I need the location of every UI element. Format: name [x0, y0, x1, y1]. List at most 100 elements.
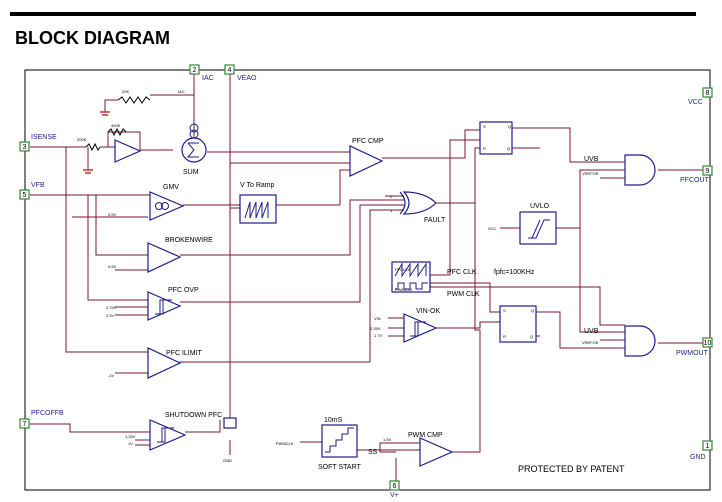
pfc-clk-label: PFC CLK [447, 269, 477, 276]
v-to-ramp-icon [239, 194, 277, 224]
pin-5-number: 5 [23, 192, 27, 199]
pfcout-and-gate-icon [624, 154, 656, 186]
ground-symbols [83, 111, 110, 174]
resistor-200k-icon [85, 142, 101, 152]
chip-outline [24, 69, 711, 491]
v17-label: 1.7V [374, 333, 383, 338]
pin-7-number: 7 [23, 421, 27, 428]
ff1-qb-label: Q [507, 146, 510, 151]
pin-pwmout-label: PWMOUT [676, 350, 709, 357]
uvb-label-1: UVB [584, 156, 599, 163]
soft-start-icon [321, 424, 358, 458]
gmv-label: GMV [163, 184, 179, 191]
v15-label: 1.5V [383, 437, 392, 442]
title-rule [10, 12, 696, 16]
resistor-400k-icon [107, 127, 127, 137]
block-symbols [155, 123, 550, 453]
pin-2-number: 2 [193, 67, 197, 74]
pwm-clk-label: PWM CLK [447, 291, 480, 298]
resistor-20k-icon [117, 96, 151, 104]
sawtooth-icon [244, 201, 269, 219]
hysteresis-icon [155, 299, 172, 315]
pwm-cmp-icon [419, 437, 454, 467]
ss-label: SS [368, 449, 378, 456]
pin-1-number: 1 [706, 443, 710, 450]
vrefok-label-1: VREFOK [582, 171, 599, 176]
pin-vcc-label: VCC [688, 99, 703, 106]
vin-ok-cmp-icon [403, 313, 438, 343]
pfcclk-small-label: PFCCLK [395, 267, 411, 272]
pin-boxes [19, 64, 713, 491]
r400k-label: 400K [111, 123, 121, 128]
pfc-flip-flop-icon [479, 121, 513, 155]
wires [30, 73, 706, 485]
fpfc-label: fpfc=100KHz [494, 269, 535, 276]
pfc-cmp-icon [349, 145, 384, 177]
v275-label: 2.75V [106, 305, 117, 310]
soft-start-label: SOFT START [318, 464, 362, 471]
fault-or-gate-icon [402, 191, 437, 215]
ff2-q-label: Q [531, 308, 534, 313]
v25-gmv-label: 2.5V [108, 212, 117, 217]
r20k-label: 20K [122, 89, 129, 94]
fault-label: FAULT [424, 217, 446, 224]
uvlo-icon [519, 211, 557, 245]
sigma-icon [186, 142, 199, 158]
pfc-ovp-cmp-icon [147, 291, 182, 321]
ff2-s-label: S [503, 308, 506, 313]
ff1-r-label: R [483, 146, 486, 151]
gnd-small-label: GND [223, 458, 232, 463]
sum-label: SUM [183, 169, 199, 176]
vrefok-label-2: VREFOK [582, 340, 599, 345]
pfc-ilimit-cmp-icon [147, 347, 182, 379]
uvlo-label: UVLO [530, 203, 550, 210]
pfc-ilimit-label: PFC ILIMIT [166, 350, 203, 357]
pin-4-number: 4 [228, 67, 232, 74]
pwm-flip-flop-icon [499, 305, 537, 343]
resistors [85, 96, 151, 152]
pfc-ovp-label: PFC OVP [168, 287, 199, 294]
v1sd-label: 1V [128, 441, 133, 446]
pin-veao-label: VEAO [237, 75, 257, 82]
or-input-1-label: 1 [390, 208, 393, 213]
pin-9-number: 9 [706, 168, 710, 175]
patent-note: PROTECTED BY PATENT [518, 464, 625, 474]
ff2-qb-label: Q [530, 334, 533, 339]
pin-isense-label: ISENSE [31, 134, 57, 141]
shutdown-pfc-label: SHUTDOWN PFC [165, 412, 222, 419]
pin-gnd-label: GND [690, 454, 706, 461]
v-to-ramp-label: V To Ramp [240, 182, 275, 189]
ff1-s-label: S [483, 124, 486, 129]
pin-3-number: 3 [23, 144, 27, 151]
iac-small-label: IAC [178, 89, 185, 94]
pin-vplus-label: V+ [390, 492, 399, 499]
ff2-r-label: R [503, 334, 506, 339]
pin-pfcoffb-label: PFCOFFB [31, 410, 64, 417]
pwm-cmp-label: PWM CMP [408, 432, 443, 439]
or-input-0-label: 0 [390, 194, 393, 199]
shutdown-cmp-icon [149, 419, 187, 451]
pin-vfb-label: VFB [31, 182, 45, 189]
v225-label: 2.25V [370, 326, 381, 331]
vin-label: VIN [374, 316, 381, 321]
brokenwire-cmp-icon [147, 242, 182, 273]
pfc-cmp-label: PFC CMP [352, 138, 384, 145]
pin-10-number: 10 [704, 340, 712, 347]
r200k-label: 200K [77, 137, 87, 142]
ff1-q-label: Q [508, 124, 511, 129]
pwmout-and-gate-icon [624, 325, 656, 357]
gmv-icon [149, 191, 185, 221]
v05-label: 0.5V [108, 264, 117, 269]
uvb-label-2: UVB [584, 328, 599, 335]
v25-ovp-label: 2.5V [106, 313, 115, 318]
pin-8-number: 8 [706, 90, 710, 97]
soft-start-time-label: 10mS [324, 417, 343, 424]
shutdown-mosfet-icon [223, 417, 237, 429]
vcc-small-label: VCC [488, 226, 497, 231]
pwmclk-label: PWMCLK [276, 441, 294, 446]
isense-amplifier-icon [114, 139, 142, 163]
pin-pfcout-label: PFCOUT [680, 177, 710, 184]
pin-iac-label: IAC [202, 75, 214, 82]
